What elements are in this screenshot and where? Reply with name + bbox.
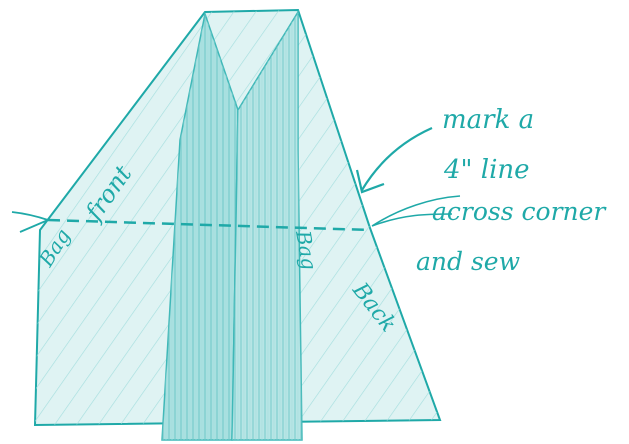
note-line-3: across corner xyxy=(432,197,607,226)
note-line-4: and sew xyxy=(416,247,520,276)
note-line-2: 4" line xyxy=(443,155,530,185)
note-line-1: mark a xyxy=(442,105,534,135)
pointer-arrow-head xyxy=(357,170,384,192)
pointer-arrow xyxy=(362,128,432,190)
